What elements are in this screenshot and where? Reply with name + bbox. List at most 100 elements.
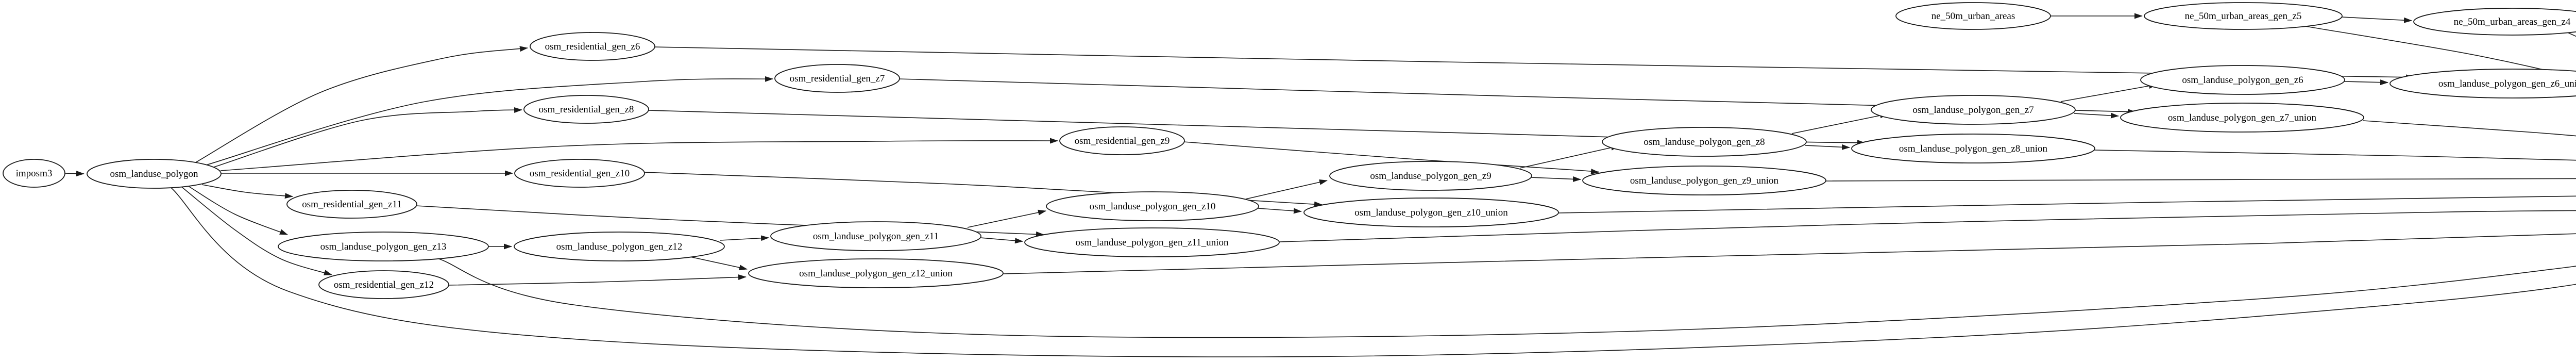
node-label-osm_landuse_polygon_gen_z12: osm_landuse_polygon_gen_z12 xyxy=(556,241,683,252)
node-osm_landuse_polygon_gen_z10_union: osm_landuse_polygon_gen_z10_union xyxy=(1303,198,1559,227)
edge-osm_landuse_polygon_gen_z13-to-row-z13 xyxy=(438,258,2576,338)
edge-osm_landuse_polygon-to-row-z14+ xyxy=(171,187,2576,357)
node-osm_landuse_polygon_gen_z7_union: osm_landuse_polygon_gen_z7_union xyxy=(2120,103,2364,133)
node-osm_landuse_polygon_gen_z8: osm_landuse_polygon_gen_z8 xyxy=(1602,127,1807,157)
edge-osm_residential_gen_z12-to-osm_landuse_polygon_gen_z12_union xyxy=(448,274,747,286)
edge-osm_landuse_polygon_gen_z8-to-osm_landuse_polygon_gen_z8_union xyxy=(1805,144,1850,150)
node-osm_landuse_polygon_gen_z6_union: osm_landuse_polygon_gen_z6_union xyxy=(2389,69,2576,98)
edge-osm_landuse_polygon_gen_z12-to-osm_landuse_polygon_gen_z12_union xyxy=(687,256,748,271)
node-ellipse-ne_50m_urban_areas_gen_z4 xyxy=(2413,8,2576,36)
node-ellipse-osm_landuse_polygon_gen_z12_union xyxy=(748,258,1004,288)
node-osm_residential_gen_z8: osm_residential_gen_z8 xyxy=(523,95,649,124)
edge-osm_landuse_polygon-to-osm_residential_gen_z12 xyxy=(181,186,332,275)
node-osm_residential_gen_z11: osm_residential_gen_z11 xyxy=(286,190,417,219)
node-osm_landuse_polygon_gen_z11: osm_landuse_polygon_gen_z11 xyxy=(770,221,981,251)
node-label-osm_residential_gen_z8: osm_residential_gen_z8 xyxy=(539,104,634,115)
node-label-osm_landuse_polygon_gen_z10: osm_landuse_polygon_gen_z10 xyxy=(1090,201,1216,212)
node-ellipse-osm_residential_gen_z8 xyxy=(523,95,649,124)
node-osm_residential_gen_z12: osm_residential_gen_z12 xyxy=(318,270,449,299)
node-ellipse-ne_50m_urban_areas_gen_z5 xyxy=(2144,2,2343,30)
node-osm_residential_gen_z6: osm_residential_gen_z6 xyxy=(530,32,655,61)
node-label-osm_landuse_polygon: osm_landuse_polygon xyxy=(110,169,198,179)
node-ne_50m_urban_areas_gen_z5: ne_50m_urban_areas_gen_z5 xyxy=(2144,2,2343,30)
node-label-osm_residential_gen_z9: osm_residential_gen_z9 xyxy=(1075,136,1170,146)
node-ellipse-osm_residential_gen_z7 xyxy=(774,64,900,93)
node-ne_50m_urban_areas_gen_z4: ne_50m_urban_areas_gen_z4 xyxy=(2413,8,2576,36)
edge-osm_landuse_polygon_gen_z11-to-osm_landuse_polygon_gen_z11_union xyxy=(980,237,1023,244)
node-label-ne_50m_urban_areas_gen_z4: ne_50m_urban_areas_gen_z4 xyxy=(2454,17,2571,27)
node-osm_residential_gen_z9: osm_residential_gen_z9 xyxy=(1059,126,1185,155)
edge-osm_residential_gen_z7-to-osm_landuse_polygon_gen_z7_union xyxy=(898,78,2136,115)
edge-osm_landuse_polygon_gen_z11-to-osm_landuse_polygon_gen_z10 xyxy=(967,209,1046,228)
node-ellipse-osm_residential_gen_z11 xyxy=(286,190,417,219)
node-osm_landuse_polygon_gen_z6: osm_landuse_polygon_gen_z6 xyxy=(2140,65,2345,95)
node-label-osm_landuse_polygon_gen_z10_union: osm_landuse_polygon_gen_z10_union xyxy=(1354,207,1508,218)
edge-osm_landuse_polygon_gen_z9_union-to-row-z9 xyxy=(1825,178,2576,182)
node-ellipse-imposm3 xyxy=(3,159,65,188)
node-ellipse-osm_landuse_polygon_gen_z9_union xyxy=(1582,166,1826,195)
node-label-ne_50m_urban_areas: ne_50m_urban_areas xyxy=(1931,11,2015,22)
node-ellipse-osm_landuse_polygon_gen_z8_union xyxy=(1851,134,2095,163)
node-imposm3: imposm3 xyxy=(3,159,65,188)
node-label-osm_residential_gen_z10: osm_residential_gen_z10 xyxy=(530,168,630,179)
edge-osm_landuse_polygon-to-osm_residential_gen_z11 xyxy=(201,184,293,199)
node-ellipse-osm_landuse_polygon_gen_z9 xyxy=(1329,161,1532,191)
node-ellipse-osm_landuse_polygon_gen_z13 xyxy=(278,232,489,261)
node-label-osm_landuse_polygon_gen_z6: osm_landuse_polygon_gen_z6 xyxy=(2182,75,2303,86)
node-ellipse-osm_landuse_polygon_gen_z12 xyxy=(514,232,725,261)
node-label-imposm3: imposm3 xyxy=(16,168,53,179)
node-ellipse-osm_landuse_polygon_gen_z7_union xyxy=(2120,103,2364,133)
node-ellipse-ne_50m_urban_areas xyxy=(1895,2,2051,30)
node-osm_landuse_polygon_gen_z11_union: osm_landuse_polygon_gen_z11_union xyxy=(1024,227,1280,257)
node-label-ne_50m_urban_areas_gen_z5: ne_50m_urban_areas_gen_z5 xyxy=(2185,11,2302,22)
node-ellipse-osm_landuse_polygon_gen_z10 xyxy=(1046,191,1259,221)
edge-osm_residential_gen_z10-to-osm_landuse_polygon_gen_z10_union xyxy=(643,172,1323,207)
edge-osm_landuse_polygon-to-osm_residential_gen_z9 xyxy=(220,138,1058,171)
edge-osm_landuse_polygon-to-osm_residential_gen_z7 xyxy=(206,76,773,166)
node-osm_landuse_polygon_gen_z13: osm_landuse_polygon_gen_z13 xyxy=(278,232,489,261)
node-ellipse-osm_residential_gen_z10 xyxy=(514,159,645,188)
node-osm_landuse_polygon_gen_z9: osm_landuse_polygon_gen_z9 xyxy=(1329,161,1532,191)
node-label-osm_landuse_polygon_gen_z7: osm_landuse_polygon_gen_z7 xyxy=(1912,105,2033,116)
edge-osm_landuse_polygon_gen_z8-to-osm_landuse_polygon_gen_z7 xyxy=(1791,112,1888,134)
node-ne_50m_urban_areas: ne_50m_urban_areas xyxy=(1895,2,2051,30)
node-ellipse-osm_landuse_polygon_gen_z7 xyxy=(1871,95,2076,125)
node-ellipse-osm_landuse_polygon_gen_z11_union xyxy=(1024,227,1280,257)
edge-osm_landuse_polygon_gen_z10-to-osm_landuse_polygon_gen_z10_union xyxy=(1258,208,1302,214)
edge-osm_landuse_polygon-to-osm_landuse_polygon_gen_z13 xyxy=(187,185,288,235)
node-osm_landuse_polygon: osm_landuse_polygon xyxy=(87,159,222,189)
node-label-osm_landuse_polygon_gen_z11_union: osm_landuse_polygon_gen_z11_union xyxy=(1076,237,1229,248)
node-label-osm_landuse_polygon_gen_z11: osm_landuse_polygon_gen_z11 xyxy=(813,231,939,242)
node-label-osm_landuse_polygon_gen_z6_union: osm_landuse_polygon_gen_z6_union xyxy=(2438,78,2576,89)
node-label-osm_landuse_polygon_gen_z9_union: osm_landuse_polygon_gen_z9_union xyxy=(1630,175,1779,186)
edge-osm_landuse_polygon-to-osm_residential_gen_z8 xyxy=(213,107,522,168)
node-ellipse-osm_landuse_polygon_gen_z11 xyxy=(770,221,981,251)
node-ellipse-osm_landuse_polygon_gen_z6_union xyxy=(2389,69,2576,98)
edge-osm_landuse_polygon_gen_z7-to-osm_landuse_polygon_gen_z7_union xyxy=(2074,112,2119,119)
node-ellipse-osm_landuse_polygon_gen_z6 xyxy=(2140,65,2345,95)
node-ellipse-osm_residential_gen_z12 xyxy=(318,270,449,299)
node-label-osm_landuse_polygon_gen_z8: osm_landuse_polygon_gen_z8 xyxy=(1643,137,1765,147)
node-label-osm_residential_gen_z11: osm_residential_gen_z11 xyxy=(302,199,401,210)
edge-osm_residential_gen_z11-to-osm_landuse_polygon_gen_z11_union xyxy=(415,205,1044,237)
edge-osm_landuse_polygon_gen_z8_union-to-row-z8 xyxy=(2094,150,2576,161)
edge-osm_landuse_polygon_gen_z12_union-to-row-z12 xyxy=(1003,233,2576,274)
node-label-osm_landuse_polygon_gen_z13: osm_landuse_polygon_gen_z13 xyxy=(320,241,447,252)
edge-osm_residential_gen_z6-to-osm_landuse_polygon_gen_z6_union xyxy=(653,46,2414,80)
node-ellipse-osm_landuse_polygon_gen_z10_union xyxy=(1303,198,1559,227)
edge-osm_landuse_polygon_gen_z7-to-osm_landuse_polygon_gen_z6 xyxy=(2060,83,2157,102)
node-label-osm_landuse_polygon_gen_z7_union: osm_landuse_polygon_gen_z7_union xyxy=(2168,112,2317,123)
node-osm_landuse_polygon_gen_z9_union: osm_landuse_polygon_gen_z9_union xyxy=(1582,166,1826,195)
node-ellipse-osm_landuse_polygon xyxy=(87,159,222,189)
node-osm_landuse_polygon_gen_z7: osm_landuse_polygon_gen_z7 xyxy=(1871,95,2076,125)
edge-osm_landuse_polygon_gen_z11_union-to-row-z11 xyxy=(1279,210,2576,242)
node-ellipse-osm_landuse_polygon_gen_z8 xyxy=(1602,127,1807,157)
node-label-osm_landuse_polygon_gen_z9: osm_landuse_polygon_gen_z9 xyxy=(1370,171,1491,182)
node-label-osm_landuse_polygon_gen_z12_union: osm_landuse_polygon_gen_z12_union xyxy=(799,268,953,279)
node-label-osm_residential_gen_z12: osm_residential_gen_z12 xyxy=(334,279,434,290)
node-osm_landuse_polygon_gen_z12_union: osm_landuse_polygon_gen_z12_union xyxy=(748,258,1004,288)
node-osm_landuse_polygon_gen_z8_union: osm_landuse_polygon_gen_z8_union xyxy=(1851,134,2095,163)
node-osm_residential_gen_z7: osm_residential_gen_z7 xyxy=(774,64,900,93)
node-label-osm_landuse_polygon_gen_z8_union: osm_landuse_polygon_gen_z8_union xyxy=(1899,143,2048,154)
